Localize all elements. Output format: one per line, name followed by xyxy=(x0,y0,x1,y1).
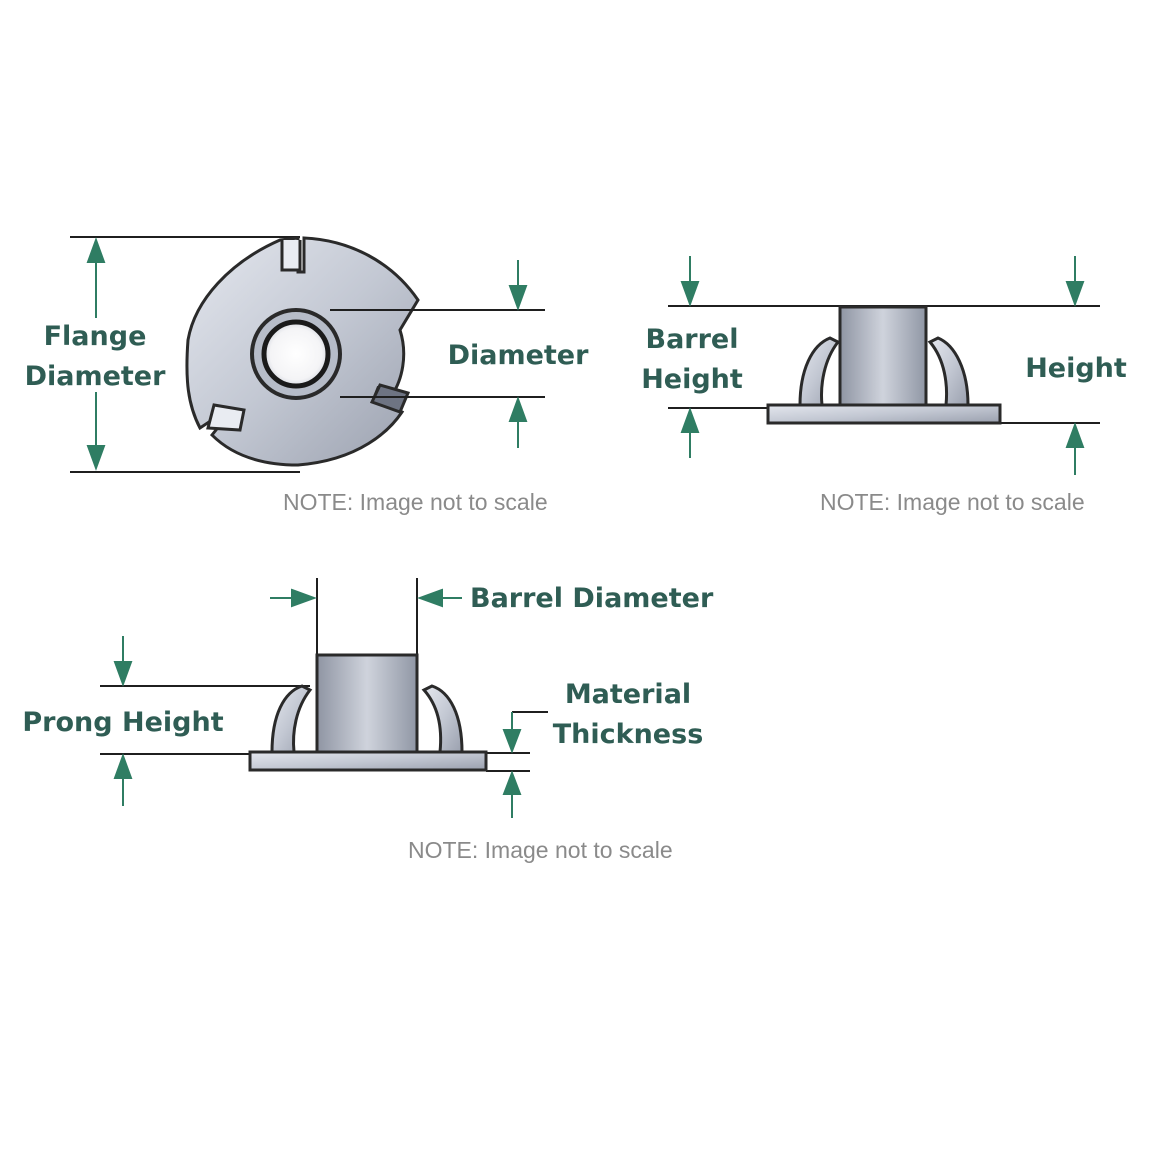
height-label: Height xyxy=(1025,353,1127,384)
front-flange xyxy=(248,750,488,772)
barrel-height-label-line1: Barrel xyxy=(646,324,739,355)
side-barrel xyxy=(838,305,928,409)
material-thickness-arrow-head-top xyxy=(502,729,522,754)
threaded-hole xyxy=(261,319,331,389)
height-arrow-head-top xyxy=(1065,281,1085,307)
prong-notch-top xyxy=(280,240,302,272)
prong-height-arrow-head-top xyxy=(113,661,133,687)
side-view-diagram: Barrel Height Height NOTE: Image not to … xyxy=(641,256,1127,515)
barrel-diameter-label: Barrel Diameter xyxy=(470,583,714,614)
front-prong-left xyxy=(270,684,313,754)
diameter-label: Diameter xyxy=(448,340,590,371)
side-view-note: NOTE: Image not to scale xyxy=(820,489,1085,515)
flange-arrow-head-top xyxy=(86,237,106,263)
flange-diameter-label-line1: Flange xyxy=(44,321,147,352)
front-barrel xyxy=(315,653,419,755)
side-flange xyxy=(766,403,1002,425)
barrel-height-label-line2: Height xyxy=(641,364,743,395)
diameter-arrow-head-top xyxy=(508,285,528,311)
top-view-note: NOTE: Image not to scale xyxy=(283,489,548,515)
material-thickness-label-line2: Thickness xyxy=(553,719,704,750)
barrel-height-arrow-head-bottom xyxy=(680,407,700,433)
front-view-note: NOTE: Image not to scale xyxy=(408,837,673,863)
height-arrow-head-bottom xyxy=(1065,422,1085,448)
side-prong-right xyxy=(927,336,970,407)
prong-height-label: Prong Height xyxy=(22,707,223,738)
diameter-arrow-head-bottom xyxy=(508,396,528,422)
flange-arrow-head-bottom xyxy=(86,445,106,471)
front-view-diagram: Barrel Diameter Prong Height Material Th… xyxy=(22,578,714,863)
material-thickness-label-line1: Material xyxy=(565,679,691,710)
flange-diameter-label-line2: Diameter xyxy=(25,361,167,392)
prong-height-arrow-head-bottom xyxy=(113,753,133,779)
prong-notch-left xyxy=(206,403,246,432)
barrel-diameter-arrow-head-right xyxy=(417,588,443,608)
barrel-diameter-arrow-head-left xyxy=(291,588,317,608)
top-view-diagram: Flange Diameter Diameter NOTE: Image not… xyxy=(25,236,590,515)
material-thickness-arrow-head-bottom xyxy=(502,770,522,795)
barrel-height-arrow-head-top xyxy=(680,281,700,307)
front-prong-right xyxy=(421,684,464,754)
side-prong-left xyxy=(798,336,841,407)
